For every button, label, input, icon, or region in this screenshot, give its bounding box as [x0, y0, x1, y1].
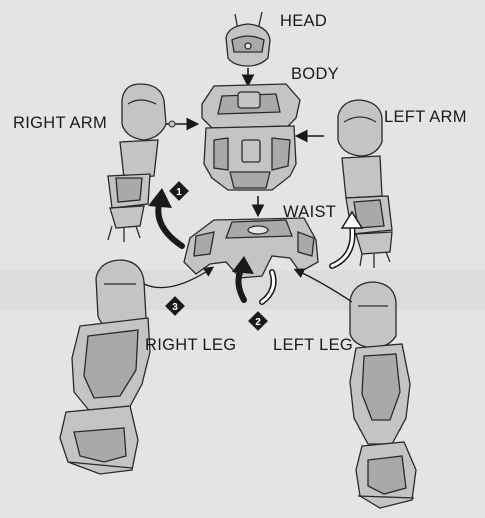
right-arm-peg	[169, 121, 175, 127]
step-3-number: 3	[172, 302, 178, 313]
label-right-leg: RIGHT LEG	[145, 337, 236, 354]
label-waist: WAIST	[283, 204, 336, 221]
body-part	[202, 84, 300, 190]
label-body: BODY	[291, 66, 339, 83]
label-head: HEAD	[280, 13, 327, 30]
step-1-number: 1	[176, 187, 182, 198]
label-left-leg: LEFT LEG	[273, 337, 353, 354]
label-left-arm: LEFT ARM	[384, 109, 467, 126]
step-2-number: 2	[255, 317, 261, 328]
label-right-arm: RIGHT ARM	[13, 115, 107, 132]
